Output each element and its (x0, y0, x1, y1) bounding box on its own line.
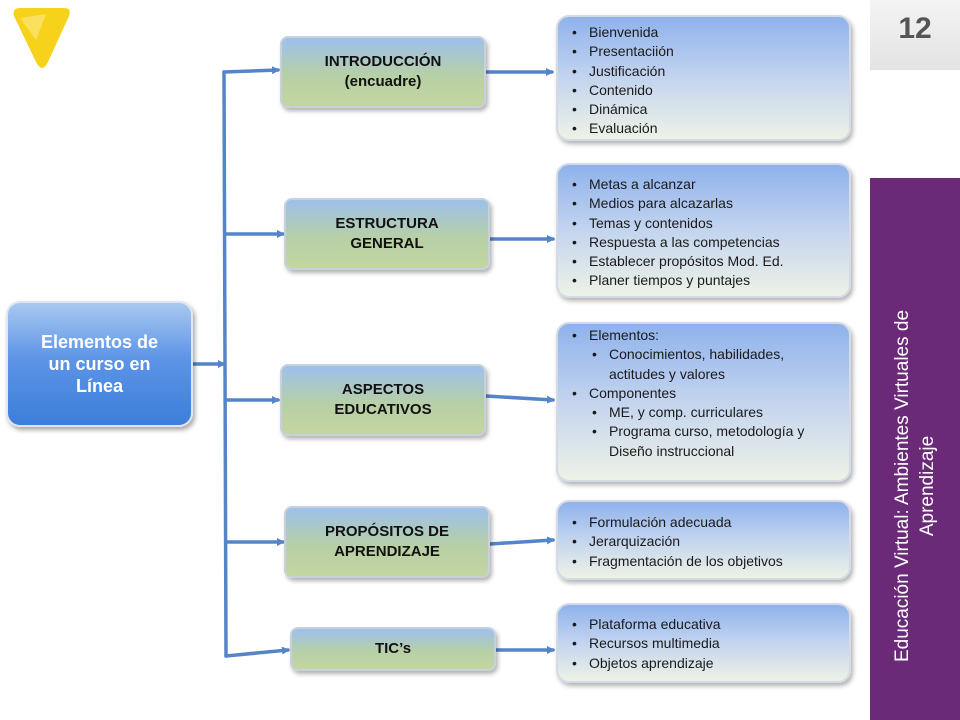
list-item: Fragmentación de los objetivos (570, 552, 841, 572)
list-item: Formulación adecuada (570, 513, 841, 533)
list-item: Medios para alcazarlas (570, 194, 841, 214)
branch-node-introduccion: INTRODUCCIÓN (encuadre) (280, 36, 486, 108)
list-item: Componentes (570, 384, 841, 404)
branch-label: TIC’s (374, 640, 412, 657)
list-item: Justificación (570, 62, 841, 82)
branch-connector-1 (222, 66, 280, 75)
branch-node-aspectos: ASPECTOS EDUCATIVOS (280, 364, 486, 436)
list-item: ME, y comp. curriculares (590, 403, 841, 423)
page-number: 12 (898, 12, 932, 45)
list-item: Contenido (570, 81, 841, 101)
list-item: Plataforma educativa (570, 615, 841, 635)
detail-list: Formulación adecuada Jerarquización Frag… (570, 513, 841, 571)
side-band (870, 178, 960, 720)
branch-label: ESTRUCTURA GENERAL (335, 215, 439, 252)
branch-connector-5 (224, 646, 290, 658)
detail-connector-3 (484, 394, 555, 404)
detail-box-tics: Plataforma educativa Recursos multimedia… (556, 603, 851, 683)
root-label: Elementos de un curso en Línea (40, 332, 159, 396)
list-item: actitudes y valores (609, 365, 725, 382)
branch-node-tics: TIC’s (290, 627, 496, 671)
list-item: Respuesta a las competencias (570, 233, 841, 253)
trunk-line (222, 70, 228, 658)
list-item: Diseño instruccional (609, 442, 735, 459)
list-item: Presentaciión (570, 42, 841, 62)
list-item: Bienvenida (570, 23, 841, 43)
branch-label: INTRODUCCIÓN (encuadre) (324, 53, 442, 90)
detail-list: Metas a alcanzar Medios para alcazarlas … (570, 175, 841, 291)
detail-list: Bienvenida Presentaciión Justificación C… (570, 23, 841, 139)
detail-box-estructura: Metas a alcanzar Medios para alcazarlas … (556, 163, 851, 298)
list-item: Elementos: (570, 326, 841, 346)
detail-box-propositos: Formulación adecuada Jerarquización Frag… (556, 500, 851, 580)
list-item: Metas a alcanzar (570, 175, 841, 195)
branch-node-propositos: PROPÓSITOS DE APRENDIZAJE (284, 506, 490, 578)
list-item: Dinámica (570, 100, 841, 120)
branch-label: PROPÓSITOS DE APRENDIZAJE (325, 523, 449, 560)
list-item: Conocimientos, habilidades, (590, 345, 841, 365)
list-item: Establecer propósitos Mod. Ed. (570, 252, 841, 272)
detail-list: Plataforma educativa Recursos multimedia… (570, 615, 841, 673)
list-item: Recursos multimedia (570, 634, 841, 654)
list-item: Jerarquización (570, 532, 841, 552)
list-item: Planer tiempos y puntajes (570, 271, 841, 291)
page-number-panel (870, 0, 960, 70)
detail-box-aspectos: Elementos: Conocimientos, habilidades, a… (556, 322, 851, 482)
detail-connector-4 (488, 536, 555, 546)
detail-list: Elementos: Conocimientos, habilidades, a… (570, 326, 841, 461)
detail-box-introduccion: Bienvenida Presentaciión Justificación C… (556, 15, 851, 141)
branch-label: ASPECTOS EDUCATIVOS (334, 381, 432, 418)
list-item: Temas y contenidos (570, 214, 841, 234)
logo-icon (13, 8, 70, 68)
list-item: Evaluación (570, 119, 841, 139)
list-item: Programa curso, metodología y (590, 422, 841, 442)
list-item: Objetos aprendizaje (570, 654, 841, 674)
root-node: Elementos de un curso en Línea (6, 301, 193, 427)
branch-node-estructura: ESTRUCTURA GENERAL (284, 198, 490, 270)
